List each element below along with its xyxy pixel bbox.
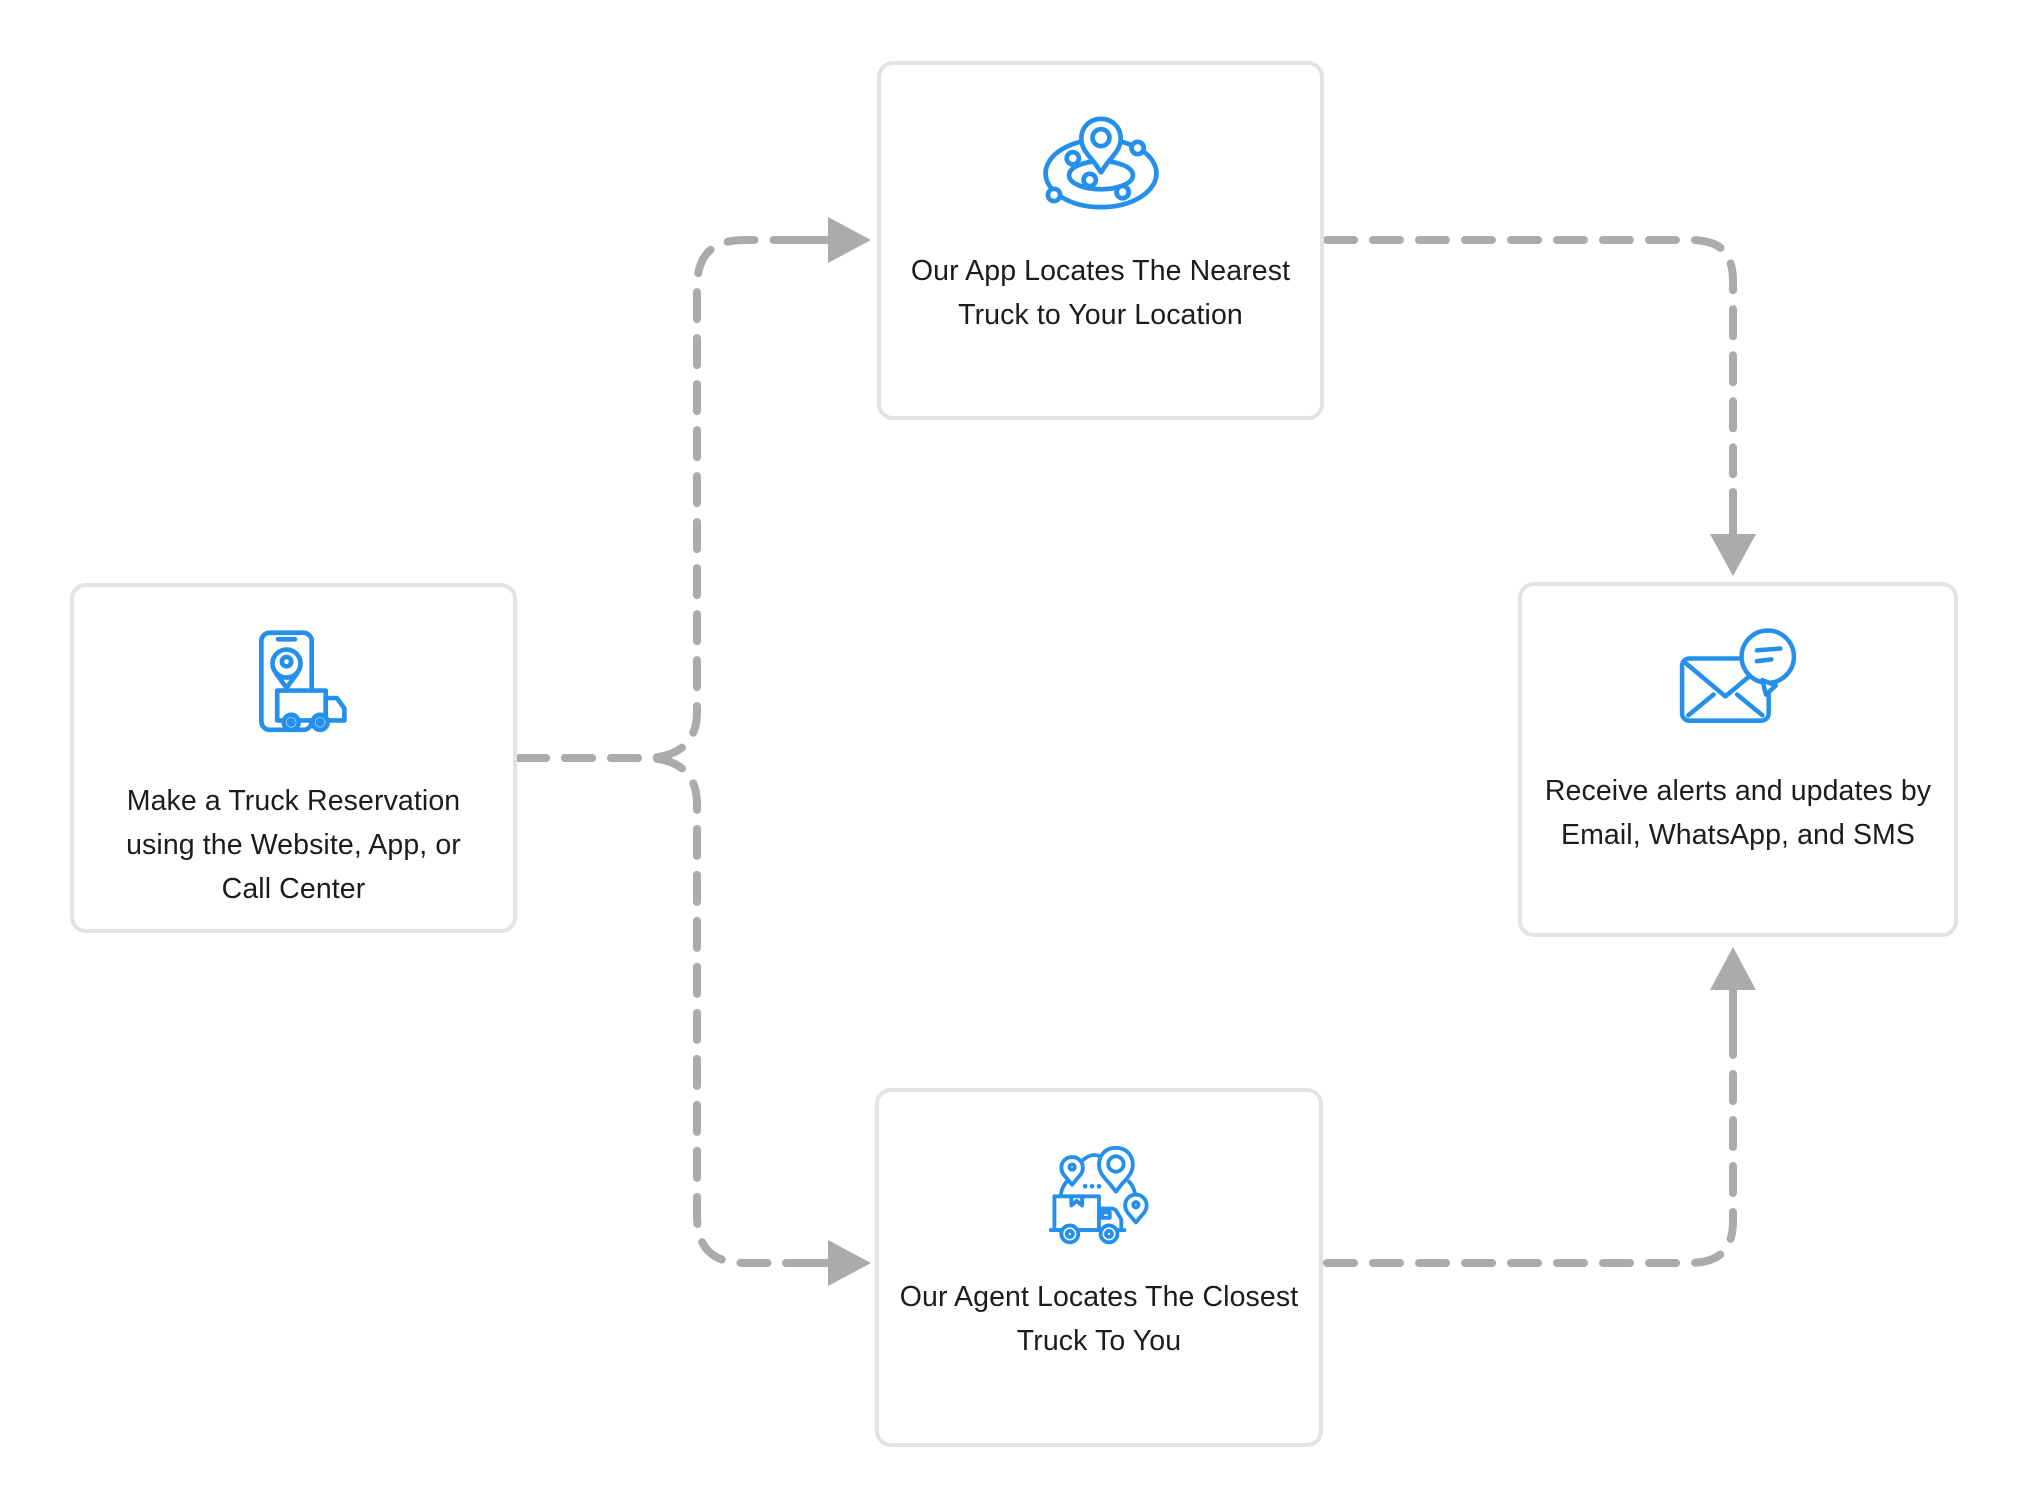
arrow-head-into-alerts-bottom [1710, 947, 1756, 990]
connector-reservation-to-app [515, 236, 790, 762]
flow-node-label: Receive alerts and updates by Email, Wha… [1544, 775, 1932, 851]
arrow-head-into-app [828, 217, 871, 263]
phone-truck-reservation-icon [258, 630, 347, 733]
arrow-head-into-alerts-top [1710, 534, 1756, 576]
flow-node-label: Our App Locates The Nearest Truck to You… [910, 255, 1291, 331]
flow-node-app-locates: Our App Locates The Nearest Truck to You… [877, 61, 1324, 420]
flow-node-reservation: Make a Truck Reservation using the Websi… [70, 583, 517, 933]
flow-node-label: Our Agent Locates The Closest Truck To Y… [899, 1281, 1299, 1357]
connector-app-to-alerts [1323, 236, 1737, 496]
flow-node-alerts: Receive alerts and updates by Email, Wha… [1518, 582, 1958, 937]
email-chat-notification-icon [1679, 628, 1797, 723]
geo-location-radar-icon [1042, 116, 1159, 210]
flow-node-label: Make a Truck Reservation using the Websi… [126, 785, 461, 905]
connector-agent-to-alerts [1323, 1028, 1737, 1267]
connector-reservation-to-agent [515, 754, 790, 1267]
truck-route-pins-icon [1049, 1145, 1149, 1245]
flow-node-agent-locates: Our Agent Locates The Closest Truck To Y… [875, 1088, 1323, 1447]
arrow-head-into-agent [828, 1240, 871, 1286]
